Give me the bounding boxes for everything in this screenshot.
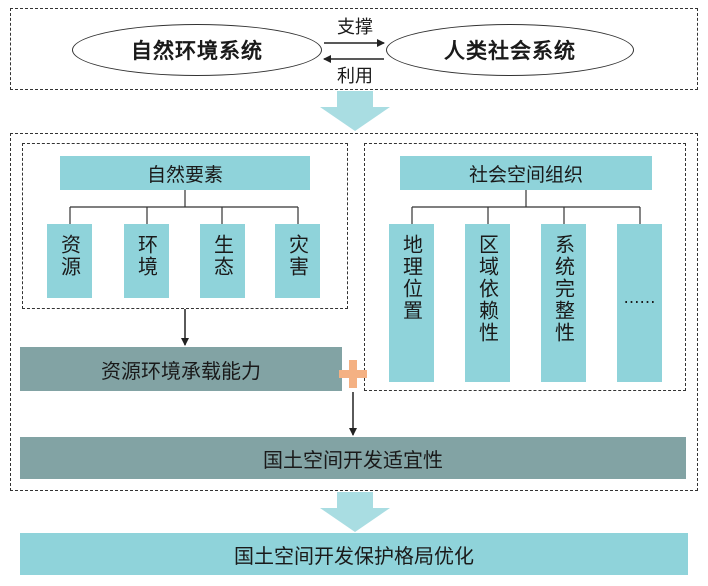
pattern-optimization-bar: 国土空间开发保护格局优化 bbox=[20, 533, 688, 575]
natural-elements-title: 自然要素 bbox=[60, 156, 310, 190]
social-item-integrity: 系统完整性 bbox=[541, 224, 586, 382]
social-item-label: 区域依赖性 bbox=[475, 234, 500, 344]
natural-item-label: 环境 bbox=[134, 234, 159, 278]
social-item-label: 系统完整性 bbox=[551, 234, 576, 344]
natural-item-resource: 资源 bbox=[47, 224, 92, 298]
support-label: 支撑 bbox=[337, 17, 373, 38]
natural-item-disaster: 灾害 bbox=[275, 224, 320, 298]
social-item-ellipsis: …… bbox=[617, 224, 662, 382]
big-down-arrow-2 bbox=[320, 492, 390, 532]
utilize-label: 利用 bbox=[337, 66, 373, 87]
social-item-dependency: 区域依赖性 bbox=[465, 224, 510, 382]
social-tree-connector bbox=[411, 190, 641, 224]
social-dashed-frame bbox=[364, 143, 686, 391]
natural-item-environment: 环境 bbox=[124, 224, 169, 298]
human-society-system-ellipse: 人类社会系统 bbox=[386, 24, 634, 76]
development-suitability-bar: 国土空间开发适宜性 bbox=[20, 437, 686, 479]
natural-item-label: 生态 bbox=[210, 234, 235, 278]
natural-item-label: 资源 bbox=[57, 234, 82, 278]
social-item-label: …… bbox=[623, 288, 656, 307]
social-organization-title: 社会空间组织 bbox=[400, 156, 652, 190]
natural-environment-system-ellipse: 自然环境系统 bbox=[72, 24, 322, 76]
plus-icon bbox=[339, 360, 367, 388]
big-down-arrow-1 bbox=[320, 91, 390, 131]
natural-item-ecology: 生态 bbox=[200, 224, 245, 298]
social-item-location: 地理位置 bbox=[389, 224, 434, 382]
carrying-capacity-bar: 资源环境承载能力 bbox=[20, 347, 342, 391]
natural-dashed-frame bbox=[22, 143, 348, 309]
natural-item-label: 灾害 bbox=[285, 234, 310, 278]
social-item-label: 地理位置 bbox=[399, 234, 424, 322]
natural-tree-connector bbox=[69, 190, 299, 224]
middle-dashed-frame bbox=[10, 133, 698, 491]
top-dashed-frame bbox=[10, 8, 698, 90]
